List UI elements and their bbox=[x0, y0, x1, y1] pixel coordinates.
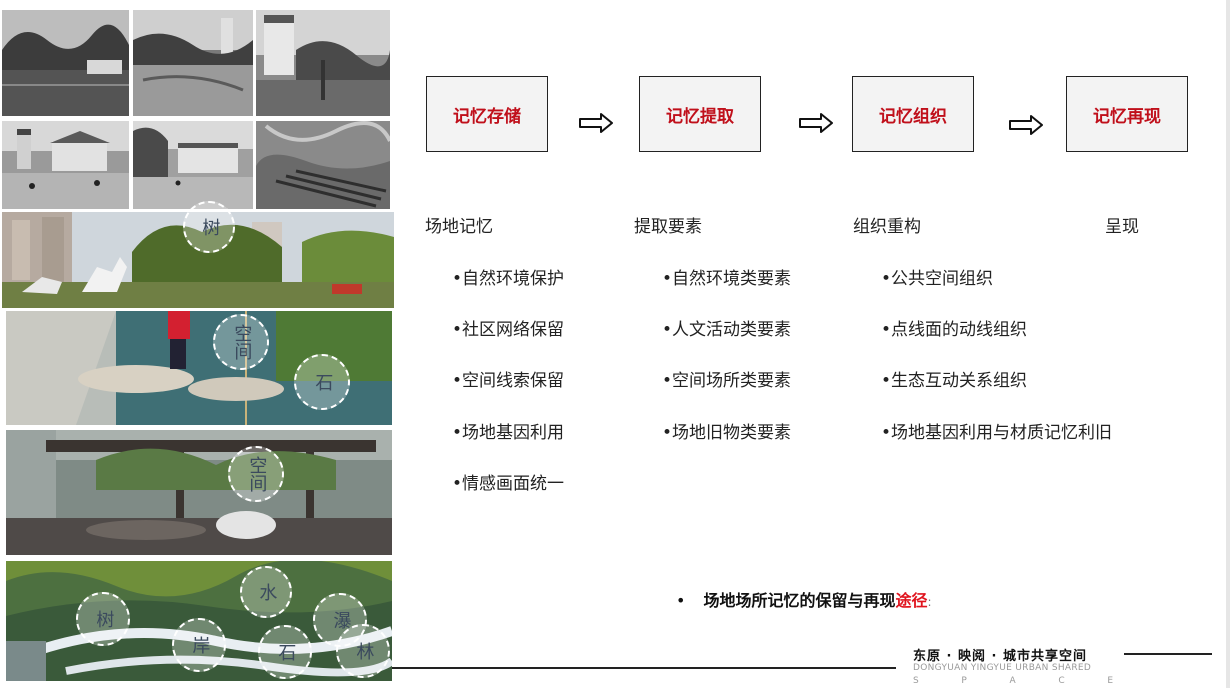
list-item: •自然环境保护 bbox=[452, 269, 565, 289]
list-item: •情感画面统一 bbox=[452, 474, 565, 494]
column-title-present: 呈现 bbox=[1105, 217, 1139, 237]
flow-step-memory-reproduction: 记忆再现 bbox=[1066, 76, 1188, 152]
list-item: •场地基因利用与材质记忆利旧 bbox=[881, 423, 1113, 443]
list-item: •公共空间组织 bbox=[881, 269, 994, 289]
label-space-2: 空间 bbox=[228, 446, 284, 502]
list-item: •场地旧物类要素 bbox=[662, 423, 792, 443]
brand-letter: S bbox=[913, 676, 919, 686]
photo-horse-plaza bbox=[2, 212, 394, 308]
photo-pavilion bbox=[6, 430, 392, 555]
label-shore: 岸 bbox=[172, 618, 226, 672]
list-item: •人文活动类要素 bbox=[662, 320, 792, 340]
label-tree-2: 树 bbox=[76, 592, 130, 646]
summary-text: 场地场所记忆的保留与再现 bbox=[703, 591, 896, 610]
column-title-extract-elements: 提取要素 bbox=[634, 217, 702, 237]
arrow-right-icon bbox=[1009, 115, 1043, 135]
label-tree-1: 树 bbox=[183, 201, 235, 253]
list-item: •生态互动关系组织 bbox=[881, 371, 1028, 391]
list-item: •点线面的动线组织 bbox=[881, 320, 1028, 340]
page-edge bbox=[1226, 0, 1230, 688]
list-item: •自然环境类要素 bbox=[662, 269, 792, 289]
flow-step-memory-storage: 记忆存储 bbox=[426, 76, 548, 152]
arrow-right-icon bbox=[799, 113, 833, 133]
bullet: • bbox=[676, 591, 686, 610]
bw-photo-lake bbox=[133, 10, 253, 116]
brand-letter: A bbox=[1009, 676, 1016, 686]
flow-step-memory-organization: 记忆组织 bbox=[852, 76, 974, 152]
summary-colon: : bbox=[927, 595, 932, 609]
list-item: •空间线索保留 bbox=[452, 371, 565, 391]
bw-photo-pond bbox=[2, 10, 129, 116]
brand-subtitle: DONGYUAN YINGYUE URBAN SHARED bbox=[913, 663, 1092, 673]
brand-letter: C bbox=[1058, 676, 1065, 686]
column-title-reorganize: 组织重构 bbox=[853, 217, 921, 237]
summary-note: • 场地场所记忆的保留与再现途径: bbox=[676, 587, 932, 611]
footer-divider-right bbox=[1124, 653, 1212, 655]
label-stone-1: 石 bbox=[294, 354, 350, 410]
column-title-site-memory: 场地记忆 bbox=[425, 217, 493, 237]
footer-divider bbox=[392, 667, 896, 669]
brand-letter: E bbox=[1107, 676, 1113, 686]
bw-photo-tower bbox=[256, 10, 390, 116]
list-item: •空间场所类要素 bbox=[662, 371, 792, 391]
label-water: 水 bbox=[240, 566, 292, 618]
list-item: •场地基因利用 bbox=[452, 423, 565, 443]
bw-photo-square bbox=[2, 121, 129, 209]
bw-photo-building bbox=[133, 121, 253, 209]
summary-highlight: 途径 bbox=[895, 591, 928, 610]
brand-letter: P bbox=[961, 676, 967, 686]
label-forest: 林 bbox=[336, 624, 390, 678]
list-item: •社区网络保留 bbox=[452, 320, 565, 340]
brand-subtitle-space: S P A C E bbox=[913, 676, 1113, 686]
bw-photo-boardwalk bbox=[256, 121, 390, 209]
label-stone-2: 石 bbox=[258, 625, 312, 679]
flow-step-memory-extraction: 记忆提取 bbox=[639, 76, 761, 152]
arrow-right-icon bbox=[579, 113, 613, 133]
label-space-1: 空间 bbox=[213, 314, 269, 370]
brand-title: 东原 · 映阅 · 城市共享空间 bbox=[913, 649, 1087, 664]
